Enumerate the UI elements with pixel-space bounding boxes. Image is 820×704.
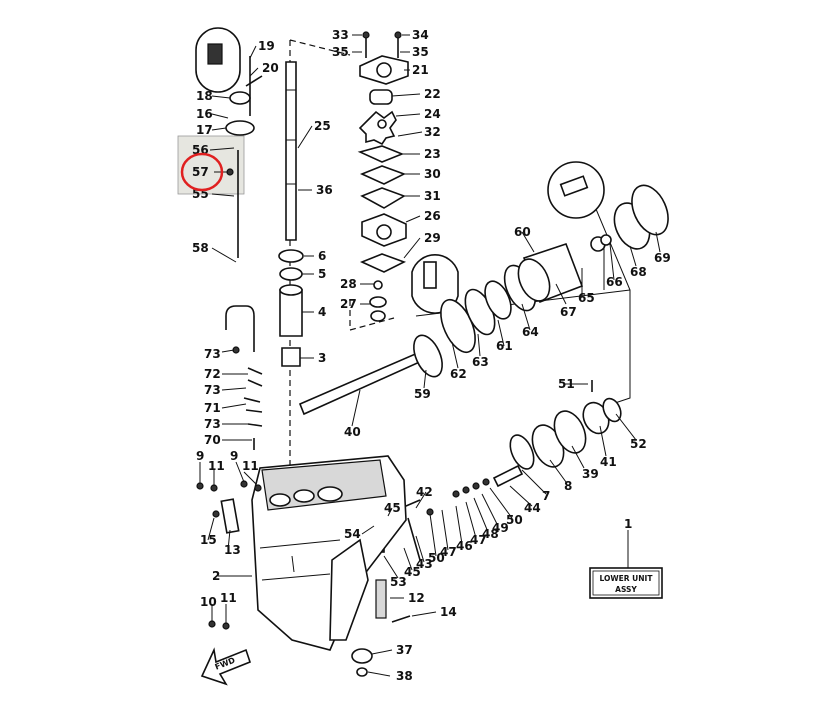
part-label: 36 (316, 183, 333, 197)
part-label: 11 (208, 459, 225, 473)
part-label: 26 (424, 209, 441, 223)
fwd-arrow: FWD (200, 647, 251, 686)
part-label: 73 (204, 383, 221, 397)
part-label: 16 (196, 107, 213, 121)
part-label: 8 (564, 479, 572, 493)
leader-lines (199, 34, 661, 677)
part-label: 46 (456, 539, 473, 553)
part-label: 63 (472, 355, 489, 369)
part-label: 11 (242, 459, 259, 473)
part-label: 40 (344, 425, 361, 439)
part-label: 6 (318, 249, 326, 263)
part-label: 42 (416, 485, 433, 499)
part-label: 45 (384, 501, 401, 515)
part-label: 72 (204, 367, 221, 381)
part-label: 69 (654, 251, 671, 265)
lower-case-housing (251, 455, 407, 651)
part-label: 1 (624, 517, 632, 531)
part-labels: 33 34 35 35 21 22 24 32 23 30 31 26 29 2… (192, 28, 671, 683)
part-label: 73 (204, 347, 221, 361)
part-label: 12 (408, 591, 425, 605)
part-label: 29 (424, 231, 441, 245)
grease-inset-mid (411, 254, 459, 314)
part-label: 59 (414, 387, 431, 401)
part-label: 51 (558, 377, 575, 391)
part-label: 10 (200, 595, 217, 609)
part-label: 25 (314, 119, 331, 133)
part-label: 50 (506, 513, 523, 527)
highlight-circle (180, 152, 224, 192)
part-label: 71 (204, 401, 221, 415)
part-label: 34 (412, 28, 429, 42)
part-label: 35 (412, 45, 429, 59)
part-label: 23 (424, 147, 441, 161)
part-label: 18 (196, 89, 213, 103)
part-label: 38 (396, 669, 413, 683)
part-label: 20 (262, 61, 279, 75)
part-label: 24 (424, 107, 441, 121)
part-label: 54 (344, 527, 361, 541)
part-label: 48 (482, 527, 499, 541)
forward-gear-parts (492, 380, 622, 488)
part-label: 35 (332, 45, 349, 59)
part-label: 39 (582, 467, 599, 481)
part-label: 37 (396, 643, 413, 657)
part-label: 62 (450, 367, 467, 381)
part-label: 21 (412, 63, 429, 77)
part-label: 57 (192, 165, 209, 179)
lower-unit-assy-box: LOWER UNIT ASSY (589, 567, 663, 599)
part-label: 53 (390, 575, 407, 589)
assembly-label-line2: ASSY (615, 585, 637, 594)
part-label: 66 (606, 275, 623, 289)
shift-rod-parts (225, 56, 263, 258)
part-label: 50 (428, 551, 445, 565)
part-label: 30 (424, 167, 441, 181)
part-label: 60 (514, 225, 531, 239)
part-label: 3 (318, 351, 326, 365)
part-label: 67 (560, 305, 577, 319)
part-label: 15 (200, 533, 217, 547)
part-label: 61 (496, 339, 513, 353)
part-label: 11 (220, 591, 237, 605)
part-label: 68 (630, 265, 647, 279)
part-label: 5 (318, 267, 326, 281)
part-label: 43 (416, 557, 433, 571)
grease-inset-top (195, 27, 241, 93)
part-label: 2 (212, 569, 220, 583)
grease-inset-right (547, 161, 605, 219)
part-label: 28 (340, 277, 357, 291)
part-label: 58 (192, 241, 209, 255)
part-label: 32 (424, 125, 441, 139)
part-label: 73 (204, 417, 221, 431)
assembly-label-line1: LOWER UNIT (600, 574, 654, 583)
part-label: 45 (404, 565, 421, 579)
part-label: 49 (492, 521, 509, 535)
part-label: 70 (204, 433, 221, 447)
part-label: 19 (258, 39, 275, 53)
drive-shaft (278, 61, 304, 367)
part-label: 47 (470, 533, 487, 547)
part-label: 44 (524, 501, 541, 515)
part-label: 22 (424, 87, 441, 101)
left-hardware (196, 305, 411, 677)
part-label: 17 (196, 123, 213, 137)
part-label: 33 (332, 28, 349, 42)
part-label: 31 (424, 189, 441, 203)
part-label: 27 (340, 297, 357, 311)
part-label: 13 (224, 543, 241, 557)
part-label: 14 (440, 605, 457, 619)
part-label: 41 (600, 455, 617, 469)
part-label: 64 (522, 325, 539, 339)
part-label: 47 (440, 545, 457, 559)
propeller-shaft-assembly (298, 184, 669, 416)
part-label: 9 (230, 449, 238, 463)
part-label: 4 (318, 305, 326, 319)
part-label: 7 (542, 489, 550, 503)
part-label: 9 (196, 449, 204, 463)
part-label: 65 (578, 291, 595, 305)
part-label: 52 (630, 437, 647, 451)
water-pump-parts (357, 31, 409, 322)
